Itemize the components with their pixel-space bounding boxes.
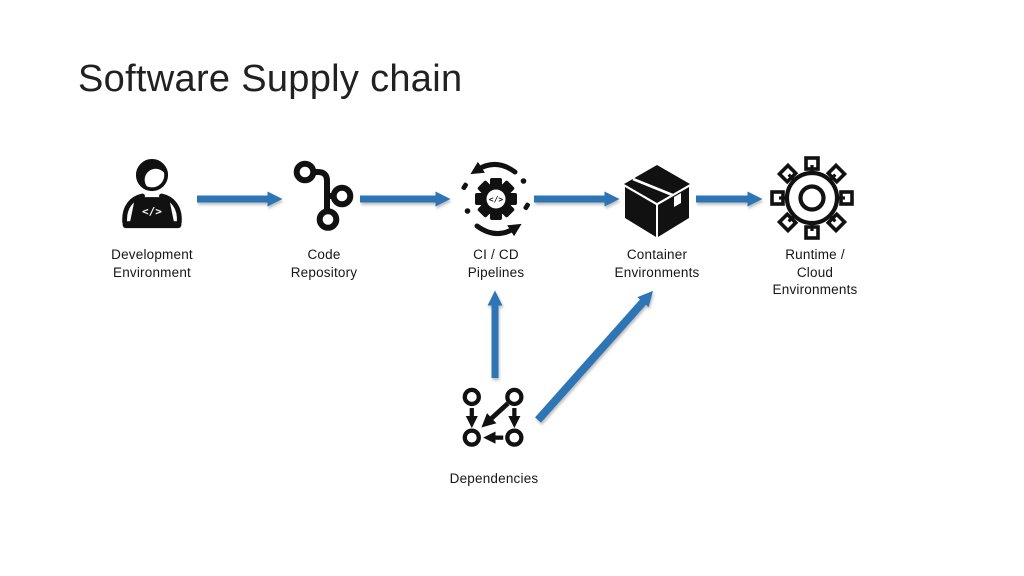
container-box-icon [624, 165, 690, 237]
developer-laptop-icon: </> [122, 158, 182, 229]
laptop-code-glyph: </> [142, 205, 162, 218]
node-label-container-environments: Container Environments [614, 247, 700, 280]
node-label-dependencies: Dependencies [449, 471, 539, 486]
node-label-runtime-cloud-environments: Runtime / Cloud Environments [772, 247, 858, 297]
dependencies-graph-icon [462, 387, 524, 447]
git-branch-icon [293, 160, 354, 231]
node-label-cicd-pipelines: CI / CD Pipelines [467, 247, 525, 280]
slide-title: Software Supply chain [78, 58, 463, 100]
node-label-code-repository: Code Repository [290, 247, 358, 280]
arrow-dependencies-to-container [535, 290, 653, 423]
node-label-development-environment: Development Environment [111, 247, 193, 280]
cicd-gear-cycle-icon: </> [461, 161, 530, 237]
gear-code-glyph: </> [489, 195, 504, 204]
runtime-cluster-icon [770, 156, 854, 240]
